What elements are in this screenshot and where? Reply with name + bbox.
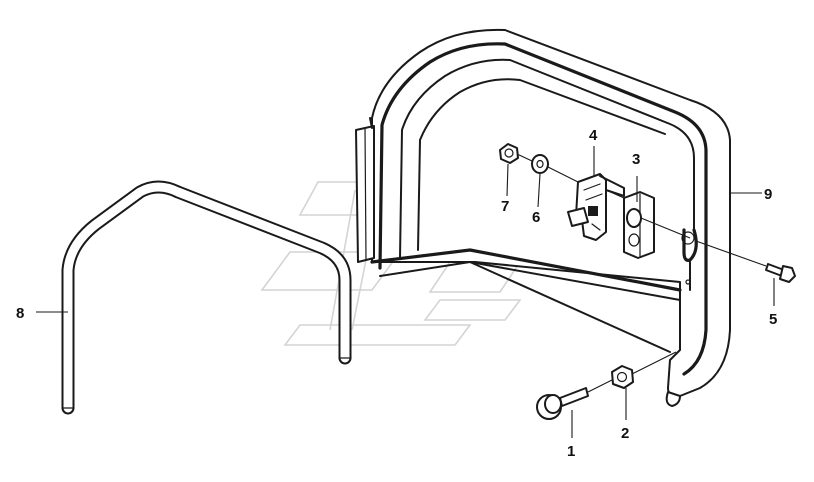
callout-8: 8: [16, 305, 24, 322]
assembly-lines: [516, 153, 767, 393]
callout-leaders: [36, 146, 775, 438]
callout-3: 3: [632, 151, 640, 168]
callout-7: 7: [501, 198, 509, 215]
latch-bracket-part: [567, 173, 625, 241]
callout-5: 5: [769, 311, 777, 328]
callout-labels: 1 2 3 4 5 6 7 8 9: [16, 127, 777, 460]
callout-6: 6: [532, 209, 540, 226]
bolt-part: [536, 387, 589, 420]
callout-4: 4: [589, 127, 598, 144]
rod-part: [61, 180, 352, 415]
nut-part-2: [611, 365, 634, 389]
washer-part: [531, 154, 549, 174]
callout-1: 1: [567, 443, 575, 460]
nut-part-7: [499, 143, 519, 164]
cover-part: [355, 28, 731, 407]
screw-part: [765, 263, 796, 283]
callout-9: 9: [764, 186, 772, 203]
callout-2: 2: [621, 425, 629, 442]
spacer-block-part: [623, 191, 655, 259]
